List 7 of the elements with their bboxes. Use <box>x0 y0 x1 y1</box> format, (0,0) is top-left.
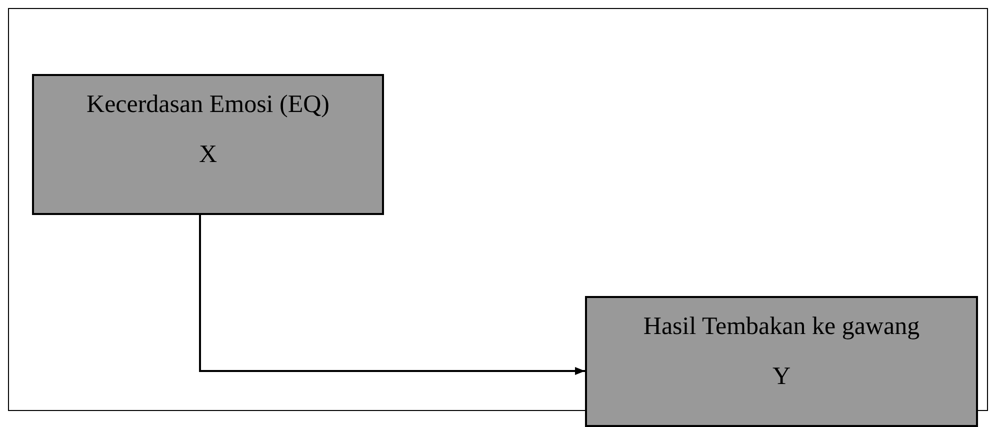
variable-box <box>32 74 384 215</box>
variable-name: Hasil Tembakan ke gawang <box>643 312 920 342</box>
arrow <box>199 215 585 375</box>
variable-box <box>585 296 978 427</box>
variable-name: Kecerdasan Emosi (EQ) <box>86 90 330 120</box>
variable-symbol: Y <box>772 362 791 392</box>
variable-symbol: X <box>198 140 218 170</box>
